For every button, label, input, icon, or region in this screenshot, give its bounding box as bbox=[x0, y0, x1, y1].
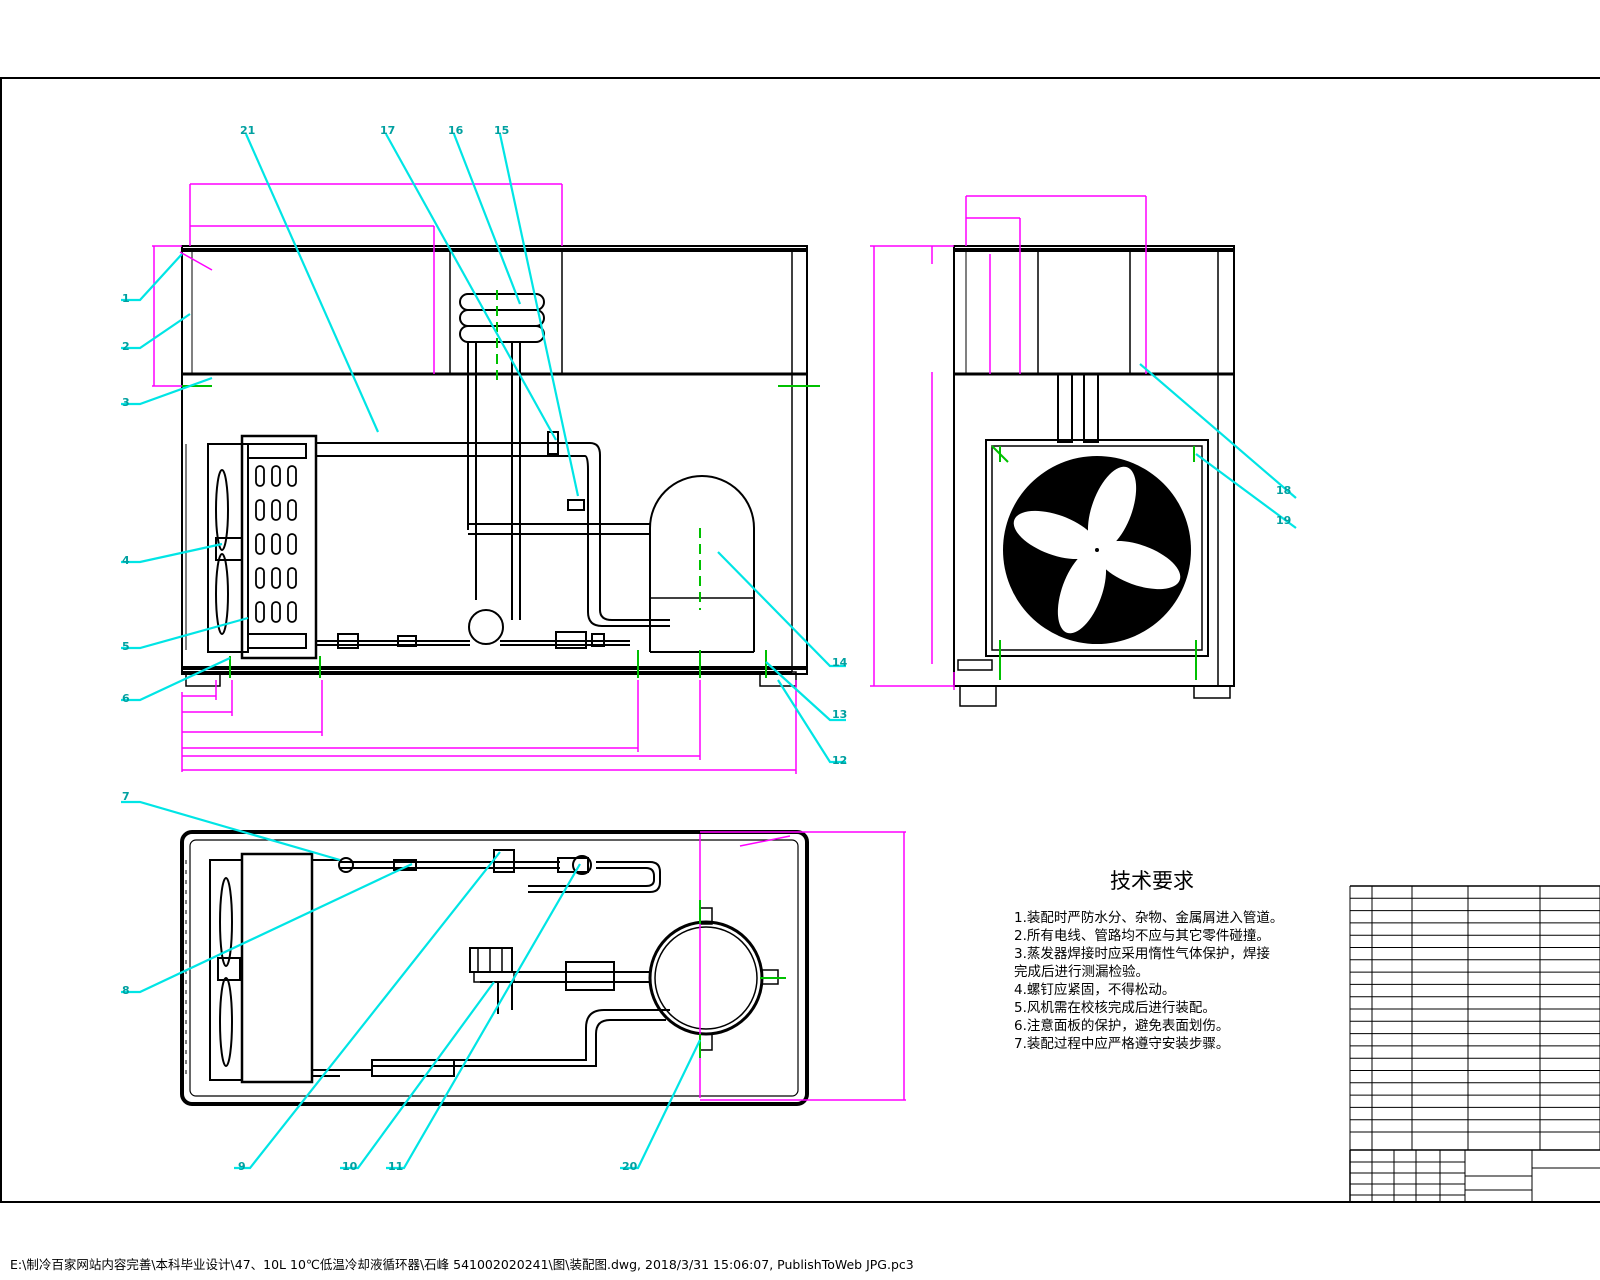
tech-requirement-item: 3.蒸发器焊接时应采用惰性气体保护，焊接 bbox=[1014, 945, 1270, 962]
balloon-10: 10 bbox=[342, 1160, 358, 1173]
file-path-footer: E:\制冷百家网站内容完善\本科毕业设计\47、10L 10℃低温冷却液循环器\… bbox=[10, 1257, 914, 1272]
technical-requirements: 技术要求 1.装配时严防水分、杂物、金属屑进入管道。 2.所有电线、管路均不应与… bbox=[1014, 869, 1283, 1052]
part-balloons: 1 2 3 4 5 6 7 8 9 10 11 20 21 17 16 15 1… bbox=[122, 124, 1291, 1173]
tech-requirements-title: 技术要求 bbox=[1110, 869, 1194, 893]
balloon-19: 19 bbox=[1276, 514, 1291, 527]
tech-requirement-item: 7.装配过程中应严格遵守安装步骤。 bbox=[1014, 1035, 1229, 1052]
fan-icon bbox=[1003, 456, 1191, 644]
balloon-21: 21 bbox=[240, 124, 255, 137]
balloon-3: 3 bbox=[122, 396, 130, 409]
tech-requirement-item: 6.注意面板的保护，避免表面划伤。 bbox=[1014, 1017, 1229, 1034]
parts-list-title-block bbox=[1349, 885, 1600, 1202]
balloon-8: 8 bbox=[122, 984, 130, 997]
balloon-15: 15 bbox=[494, 124, 509, 137]
balloon-20: 20 bbox=[622, 1160, 638, 1173]
balloon-5: 5 bbox=[122, 640, 130, 653]
front-view bbox=[181, 245, 808, 687]
balloon-14: 14 bbox=[832, 656, 848, 669]
balloon-18: 18 bbox=[1276, 484, 1291, 497]
balloon-9: 9 bbox=[238, 1160, 246, 1173]
top-view bbox=[180, 830, 809, 1106]
leader-lines bbox=[121, 133, 1297, 1170]
balloon-13: 13 bbox=[832, 708, 847, 721]
tech-requirement-item: 2.所有电线、管路均不应与其它零件碰撞。 bbox=[1014, 927, 1270, 944]
balloon-16: 16 bbox=[448, 124, 464, 137]
balloon-1: 1 bbox=[122, 292, 130, 305]
balloon-11: 11 bbox=[388, 1160, 403, 1173]
balloon-6: 6 bbox=[122, 692, 130, 705]
tech-requirement-item: 4.螺钉应紧固，不得松动。 bbox=[1014, 981, 1175, 998]
balloon-17: 17 bbox=[380, 124, 395, 137]
balloon-12: 12 bbox=[832, 754, 847, 767]
tech-requirement-item: 1.装配时严防水分、杂物、金属屑进入管道。 bbox=[1014, 910, 1283, 926]
balloon-4: 4 bbox=[122, 554, 130, 567]
balloon-2: 2 bbox=[122, 340, 130, 353]
tech-requirement-item: 5.风机需在校核完成后进行装配。 bbox=[1014, 999, 1216, 1016]
tech-requirement-item: 完成后进行测漏检验。 bbox=[1014, 964, 1149, 980]
center-marks bbox=[182, 290, 1197, 1058]
dimension-lines bbox=[152, 183, 1147, 1101]
side-view bbox=[953, 245, 1235, 707]
drawing-frame bbox=[0, 77, 1600, 1203]
balloon-7: 7 bbox=[122, 790, 130, 803]
